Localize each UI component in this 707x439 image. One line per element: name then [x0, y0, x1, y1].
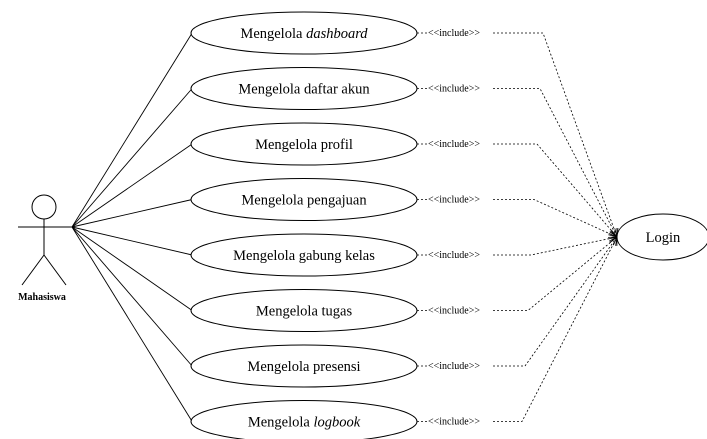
actor-label: Mahasiswa — [18, 292, 66, 303]
use-case-ellipse — [190, 233, 418, 277]
association-line — [71, 226, 193, 256]
association-line — [71, 199, 193, 228]
association-line — [71, 226, 193, 422]
use-case-label-main: Mengelola tugas — [256, 304, 353, 320]
include-line — [417, 236, 618, 311]
actor-figure: Mahasiswa — [18, 194, 72, 303]
use-case: Mengelola tugas — [190, 289, 418, 332]
include-label: <<include>> — [428, 306, 480, 317]
include-relations: <<include>> <<include>> <<include>> <<inclu… — [417, 28, 619, 428]
include-line — [417, 199, 618, 238]
use-case-label: Mengelola dashboard — [240, 26, 368, 42]
include-label: <<include>> — [428, 195, 480, 206]
association-lines — [71, 32, 193, 422]
use-case-label: Mengelola logbook — [248, 415, 361, 431]
use-case-label-main: Mengelola — [248, 415, 314, 431]
use-case-label: Mengelola pengajuan — [241, 193, 367, 209]
login-use-case: Login — [616, 213, 707, 261]
use-case-ellipse — [190, 122, 418, 166]
include-label: <<include>> — [428, 417, 480, 428]
include-line — [417, 236, 618, 422]
association-line — [71, 88, 193, 228]
include-label: <<include>> — [428, 84, 480, 95]
actor-right-leg — [43, 254, 67, 286]
use-case-label: Mengelola presensi — [247, 359, 360, 375]
include-label: <<include>> — [428, 28, 480, 39]
use-case-label: Mengelola daftar akun — [238, 82, 370, 98]
use-case: Mengelola profil — [190, 122, 418, 166]
actor-left-leg — [21, 254, 45, 286]
use-case-ellipse — [190, 11, 418, 55]
use-case-ellipse — [190, 289, 418, 332]
use-case-label-main: Mengelola daftar akun — [238, 82, 370, 98]
use-case-label-term: logbook — [313, 415, 360, 431]
association-line — [71, 143, 193, 228]
use-case-ellipse — [190, 344, 418, 388]
include-label: <<include>> — [428, 139, 480, 150]
use-case-label-main: Mengelola presensi — [247, 359, 360, 375]
include-line — [417, 236, 618, 367]
association-line — [71, 226, 193, 367]
use-case: Mengelola daftar akun — [190, 67, 418, 110]
use-case: Mengelola presensi — [190, 344, 418, 388]
login-ellipse — [616, 213, 707, 261]
use-case-label-term: dashboard — [306, 26, 368, 42]
association-line — [71, 226, 193, 311]
use-case-ellipse — [190, 400, 418, 439]
use-case: Mengelola pengajuan — [190, 178, 418, 221]
association-line — [71, 32, 193, 228]
include-line — [417, 88, 618, 238]
use-case-ellipse — [190, 178, 418, 221]
use-case-ellipse — [190, 67, 418, 110]
include-label: <<include>> — [428, 250, 480, 261]
include-line — [417, 32, 618, 238]
include-label: <<include>> — [428, 361, 480, 372]
use-case-label-main: Mengelola — [240, 26, 306, 42]
use-case-label: Mengelola profil — [255, 137, 353, 153]
use-case: Mengelola logbook — [190, 400, 418, 439]
use-case-label: Mengelola gabung kelas — [233, 248, 375, 264]
use-case-label-main: Mengelola gabung kelas — [233, 248, 375, 264]
include-line — [417, 143, 618, 238]
use-case: Mengelola gabung kelas — [190, 233, 418, 277]
login-label: Login — [646, 230, 681, 246]
use-case-label-main: Mengelola pengajuan — [241, 193, 367, 209]
actor-head — [31, 194, 57, 220]
use-case: Mengelola dashboard — [190, 11, 418, 55]
include-line — [417, 236, 618, 256]
use-case-label-main: Mengelola profil — [255, 137, 353, 153]
use-case-label: Mengelola tugas — [256, 304, 353, 320]
